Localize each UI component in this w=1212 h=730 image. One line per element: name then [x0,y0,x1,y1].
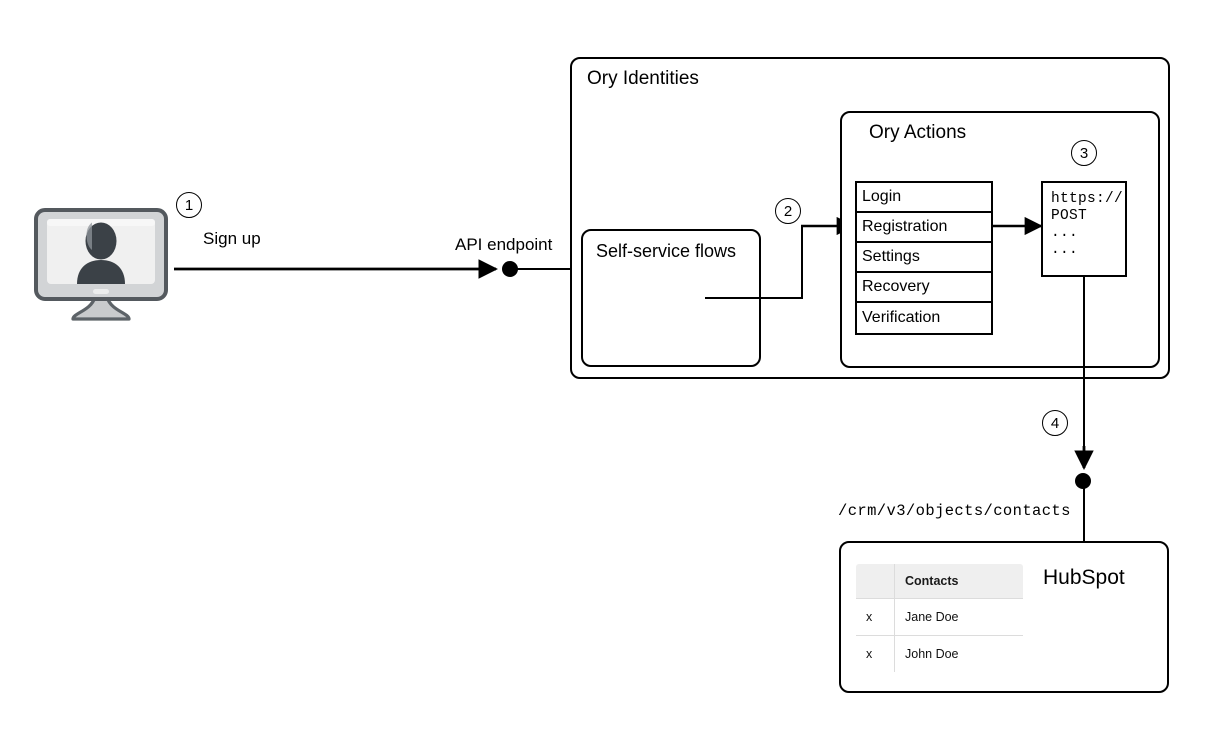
flow-item-verification[interactable]: Verification [862,309,941,326]
flow-item-registration[interactable]: Registration [857,213,991,243]
desktop-monitor-user-icon [33,207,169,325]
registration-to-webhook-arrow [993,216,1043,236]
webhook-line-method: POST [1051,208,1088,224]
step-badge-3: 3 [1071,140,1097,166]
self-service-to-registration-v [801,225,803,299]
step-badge-1: 1 [176,192,202,218]
hubspot-endpoint-path-label: /crm/v3/objects/contacts [838,502,1071,520]
flow-item-settings[interactable]: Settings [857,243,991,273]
hubspot-title: HubSpot [1043,566,1125,589]
webhook-line-ellipsis-2: ... [1051,242,1079,258]
webhook-line-url: https:// [1051,191,1124,207]
row-mark: x [856,598,895,636]
hubspot-contacts-table: Contacts x Jane Doe x John Doe [855,563,1024,673]
row-contact-name: John Doe [894,635,1023,672]
api-endpoint-dot-icon [502,261,518,277]
row-contact-name: Jane Doe [894,598,1023,636]
webhook-config-box: https:// POST ... ... [1041,181,1127,277]
hubspot-endpoint-dot-icon [1075,473,1091,489]
step-badge-4: 4 [1042,410,1068,436]
webhook-to-hubspot-arrowhead [1074,446,1094,470]
table-header-mark [856,564,895,599]
row-mark: x [856,635,895,672]
self-service-flows-title: Self-service flows [596,241,737,261]
api-endpoint-connector [516,268,574,270]
table-header-contacts: Contacts [894,564,1023,599]
table-header-row: Contacts [856,564,1023,599]
webhook-to-hubspot-line [1083,277,1085,461]
sign-up-arrow [174,259,498,279]
flow-item-recovery[interactable]: Recovery [857,273,991,303]
webhook-line-ellipsis-1: ... [1051,225,1079,241]
hubspot-endpoint-connector [1083,487,1085,542]
ory-identities-title: Ory Identities [587,68,699,89]
step-badge-2: 2 [775,198,801,224]
table-row[interactable]: x Jane Doe [856,598,1023,636]
self-service-to-registration-h1 [705,297,803,299]
table-row[interactable]: x John Doe [856,635,1023,672]
flow-item-login[interactable]: Login [857,183,991,213]
ory-actions-title: Ory Actions [869,122,967,143]
api-endpoint-label: API endpoint [455,235,553,254]
ory-actions-flow-list: Login Registration Settings Recovery Ver… [855,181,993,335]
sign-up-label: Sign up [203,229,261,248]
